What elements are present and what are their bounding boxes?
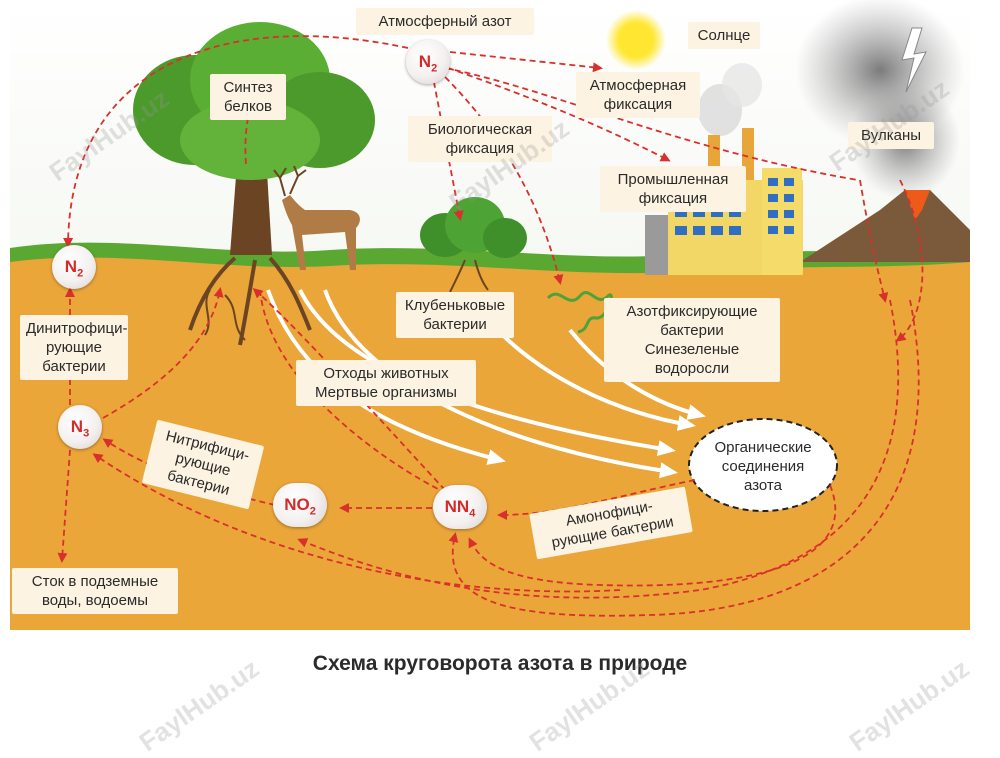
arrow-n2-to-atmospheric-fixation bbox=[449, 51, 603, 73]
diagram-caption: Схема круговорота азота в природе bbox=[312, 652, 688, 675]
arrow-n2-to-industrial bbox=[447, 67, 671, 162]
arrow-volcano-down bbox=[895, 179, 924, 342]
label-nitrogen-fixing-bacteria: Азотфиксирующие бактерии Синезеленые вод… bbox=[604, 298, 780, 382]
label-biological-fixation: Биологическая фиксация bbox=[408, 116, 552, 162]
arrow-n2-to-n2-left bbox=[63, 35, 409, 248]
arrow-n3-to-runoff bbox=[57, 449, 71, 563]
label-atmospheric-fixation: Атмосферная фиксация bbox=[576, 72, 700, 118]
label-atmospheric-nitrogen: Атмосферный азот bbox=[356, 8, 534, 35]
sun-core bbox=[619, 23, 653, 57]
roots bbox=[204, 289, 246, 341]
arrow-outer-loop-to-nn4 bbox=[448, 299, 920, 617]
label-industrial-fixation: Промышленная фиксация bbox=[600, 166, 746, 212]
lightning-icon bbox=[901, 27, 927, 93]
arrow-protein bbox=[244, 117, 249, 166]
label-denitrifying-bacteria: Динитрофици- рующие бактерии bbox=[20, 315, 128, 380]
label-organic-compounds: Органические соединения азота bbox=[714, 439, 812, 494]
white-arrow-deer-to-organic bbox=[323, 289, 678, 479]
label-protein-synthesis: Синтез белков bbox=[210, 74, 286, 120]
arrow-tree-to-nn4 bbox=[259, 289, 441, 491]
arrow-bottom-to-n3 bbox=[92, 453, 621, 593]
label-animal-waste: Отходы животных Мертвые организмы bbox=[296, 360, 476, 406]
organic-compounds-ellipse bbox=[688, 418, 838, 512]
no2-node: NO2 bbox=[273, 483, 327, 527]
white-arrow-algae-to-organic bbox=[568, 328, 706, 420]
label-volcanoes: Вулканы bbox=[848, 122, 934, 149]
nn4-node: NN4 bbox=[433, 485, 487, 529]
deer-icon bbox=[273, 165, 360, 270]
arrow-organic-loop-to-nn4 bbox=[468, 484, 837, 587]
volcano-lava bbox=[905, 190, 930, 220]
arrow-no2-to-n3 bbox=[102, 438, 276, 506]
label-runoff: Сток в подземные воды, водоемы bbox=[12, 568, 178, 614]
n3-node: N3 bbox=[58, 405, 102, 449]
n2-atmospheric-node: N2 bbox=[406, 40, 450, 84]
n2-left-node: N2 bbox=[52, 245, 96, 289]
volcano-icon bbox=[800, 190, 970, 262]
label-sun: Солнце bbox=[688, 22, 760, 49]
arrow-n2-to-algae bbox=[437, 69, 564, 285]
algae-icon bbox=[546, 291, 613, 334]
arrow-n3-to-tree bbox=[102, 287, 224, 419]
arrow-volcano-to-soil bbox=[859, 179, 889, 303]
label-nodule-bacteria: Клубеньковые бактерии bbox=[396, 292, 514, 338]
